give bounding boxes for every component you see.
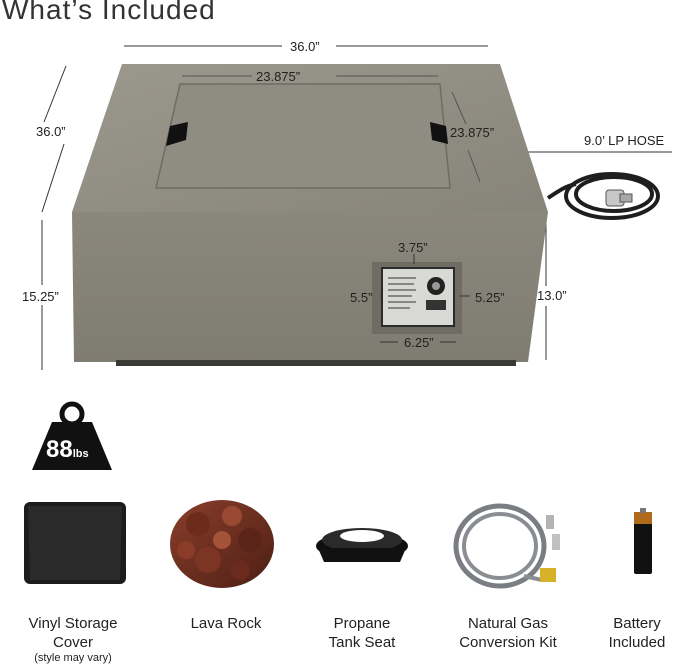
gas-kit-icon <box>453 503 547 589</box>
hose-label: 9.0’ LP HOSE <box>584 133 665 148</box>
page-title: What’s Included <box>2 0 216 25</box>
item-storage-cover-label: Vinyl Storage Cover (style may vary) <box>28 615 118 664</box>
inner-width-label: 23.875” <box>256 69 301 84</box>
item-lava-rock-label: Lava Rock <box>190 615 262 632</box>
depth-label: 36.0” <box>36 124 66 139</box>
item-tank-seat-label: Propane Tank Seat <box>328 615 396 651</box>
height-left-label: 15.25” <box>22 289 59 304</box>
inner-depth-label: 23.875” <box>450 125 495 140</box>
door-top-label: 3.75” <box>398 240 428 255</box>
door-left-label: 5.5” <box>350 290 373 305</box>
weight-icon <box>32 401 112 470</box>
storage-cover-icon <box>24 502 126 584</box>
tank-seat-icon <box>316 528 408 562</box>
door-right-label: 5.25” <box>475 290 505 305</box>
door-bottom-label: 6.25” <box>404 335 434 350</box>
item-gas-kit-label: Natural Gas Conversion Kit <box>459 615 557 651</box>
lava-rock-icon <box>170 500 274 588</box>
item-battery-label: Battery Included <box>608 615 666 651</box>
width-label: 36.0” <box>290 39 320 54</box>
weight-value: 88lbs <box>46 436 89 463</box>
height-right-label: 13.0” <box>537 288 567 303</box>
battery-icon <box>634 508 652 574</box>
